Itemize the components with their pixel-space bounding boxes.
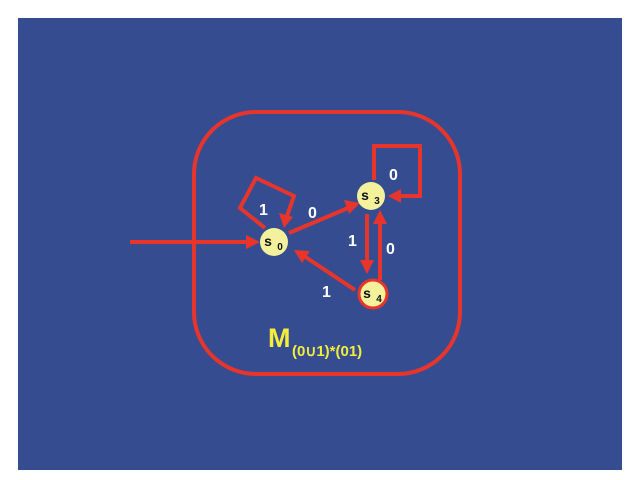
- label-s3-to-s4: 1: [348, 233, 357, 250]
- state-s0: s 0: [260, 228, 288, 256]
- transition-s4-to-s3: [373, 210, 387, 280]
- state-s4-accepting-circle: [357, 278, 389, 310]
- transition-s3-to-s4: [360, 214, 374, 274]
- transition-s3-self-loop: [372, 144, 422, 203]
- state-s0-index: 0: [277, 242, 283, 253]
- state-s3-name: s: [361, 187, 369, 203]
- start-arrow: [130, 235, 260, 249]
- state-s0-circle: [260, 228, 288, 256]
- state-s0-name: s: [264, 233, 272, 249]
- transition-s0-to-s3: [288, 200, 360, 235]
- state-s3-circle: [357, 182, 385, 210]
- label-s4-to-s3: 0: [386, 241, 395, 258]
- label-s4-to-s0: 1: [322, 284, 331, 301]
- label-s0-to-s3: 0: [308, 205, 317, 222]
- state-diagram: s 0 s 3 s 4 1 0 0 1 0 1 M (0∪1)*(01): [130, 110, 462, 376]
- label-s0-self-loop: 1: [259, 202, 268, 219]
- state-s3: s 3: [357, 182, 385, 210]
- state-s4-name: s: [363, 285, 371, 301]
- machine-title-base: M: [268, 323, 291, 353]
- state-s4-index: 4: [376, 294, 382, 305]
- machine-title-subscript: (0∪1)*(01): [292, 343, 362, 360]
- slide-background: s 0 s 3 s 4 1 0 0 1 0 1 M (0∪1)*(01): [18, 18, 622, 470]
- transition-s0-self-loop: [237, 175, 297, 230]
- label-s3-self-loop: 0: [389, 167, 398, 184]
- transition-s4-to-s0: [294, 250, 357, 292]
- state-s3-index: 3: [374, 196, 380, 207]
- state-s4: s 4: [357, 278, 389, 310]
